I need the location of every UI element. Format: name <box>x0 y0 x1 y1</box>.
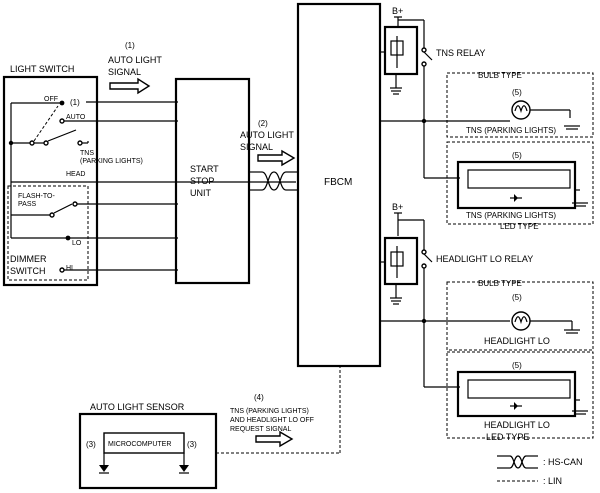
bulb-type-box-bottom <box>446 281 594 351</box>
photodiode-right-icon <box>179 465 189 472</box>
headlight-led-label: HEADLIGHT LO <box>484 420 550 430</box>
signal-1-arrow <box>109 77 151 95</box>
signal-1-number: (1) <box>125 41 135 50</box>
signal-4-arrow <box>255 430 294 448</box>
switch-pos-hi: HI <box>66 265 73 272</box>
switch-pos-off: OFF <box>44 96 58 103</box>
headlight-bulb-number: (5) <box>512 293 522 302</box>
switch-num-1: (1) <box>70 98 80 107</box>
legend-lin-label: : LIN <box>543 476 562 486</box>
auto-light-sensor-title: AUTO LIGHT SENSOR <box>90 402 185 412</box>
tns-led-module <box>456 160 577 210</box>
signal-2-number: (2) <box>258 119 268 128</box>
headlight-led-number: (5) <box>512 361 522 370</box>
start-stop-label-2: STOP <box>190 176 214 186</box>
signal-1-label-2: SIGNAL <box>108 67 141 77</box>
light-switch-box <box>2 75 99 287</box>
start-stop-unit-box <box>174 77 251 285</box>
tns-bulb-label: TNS (PARKING LIGHTS) <box>466 126 556 135</box>
microcomputer-label: MICROCOMPUTER <box>108 441 171 448</box>
tns-led-label: TNS (PARKING LIGHTS) <box>466 211 556 220</box>
tns-relay-label: TNS RELAY <box>436 48 485 58</box>
contact-off <box>59 100 65 106</box>
sensor-number-left: (3) <box>86 440 96 449</box>
tns-relay-box <box>383 25 419 76</box>
bulb-type-label-top: BULB TYPE <box>478 71 522 80</box>
switch-pos-auto: AUTO <box>66 114 86 121</box>
signal-2-label-2: SIGNAL <box>240 142 273 152</box>
headlight-bulb-label: HEADLIGHT LO <box>484 336 550 346</box>
photodiode-left-icon <box>99 465 109 472</box>
switch-pos-lo: LO <box>72 240 82 247</box>
headlight-led-module <box>456 370 577 418</box>
start-stop-label-3: UNIT <box>190 188 211 198</box>
fbcm-box <box>296 2 382 368</box>
tns-bulb-number: (5) <box>512 88 522 97</box>
led-type-box-top <box>446 141 594 225</box>
bulb-type-label-bottom: BULB TYPE <box>478 279 522 288</box>
dimmer-switch-label-2: SWITCH <box>10 266 46 276</box>
switch-pos-head: HEAD <box>66 171 85 178</box>
dimmer-switch-label-1: DIMMER <box>10 254 47 264</box>
headlight-lo-relay-box <box>383 236 419 286</box>
legend-hs-can-label: : HS-CAN <box>543 457 583 467</box>
b-plus-bottom: B+ <box>392 202 403 212</box>
switch-pos-parking: (PARKING LIGHTS) <box>80 158 143 165</box>
legend-hs-can <box>497 455 538 469</box>
b-plus-top: B+ <box>392 6 403 16</box>
microcomputer-box <box>103 432 185 454</box>
switch-pos-tns: TNS <box>80 150 94 157</box>
bulb-type-box-top <box>446 72 594 138</box>
signal-2-label-1: AUTO LIGHT <box>240 130 294 140</box>
contact-auto <box>59 118 65 124</box>
switch-pos-flash-1: FLASH-TO- <box>18 193 55 200</box>
tns-led-number: (5) <box>512 151 522 160</box>
auto-light-sensor-box <box>78 412 218 490</box>
signal-4-label-3: REQUEST SIGNAL <box>230 426 291 433</box>
fbcm-label: FBCM <box>324 177 352 188</box>
led-type-box-bottom <box>446 351 594 439</box>
led-type-label-top: LED TYPE <box>500 222 539 231</box>
start-stop-label-1: START <box>190 164 219 174</box>
signal-4-number: (4) <box>254 393 264 402</box>
signal-2-arrow <box>257 149 296 167</box>
switch-pos-flash-2: PASS <box>18 201 36 208</box>
headlight-lo-relay-label: HEADLIGHT LO RELAY <box>436 254 533 264</box>
signal-1-label-1: AUTO LIGHT <box>108 55 162 65</box>
led-type-label-bottom: LED TYPE <box>486 432 529 442</box>
light-switch-title: LIGHT SWITCH <box>10 64 74 74</box>
switch-lever <box>33 105 59 142</box>
hs-can-twisted-pair <box>249 171 298 191</box>
signal-4-label-2: AND HEADLIGHT LO OFF <box>230 417 314 424</box>
signal-4-label-1: TNS (PARKING LIGHTS) <box>230 408 309 415</box>
dimmer-switch-box <box>7 185 89 281</box>
sensor-number-right: (3) <box>187 440 197 449</box>
